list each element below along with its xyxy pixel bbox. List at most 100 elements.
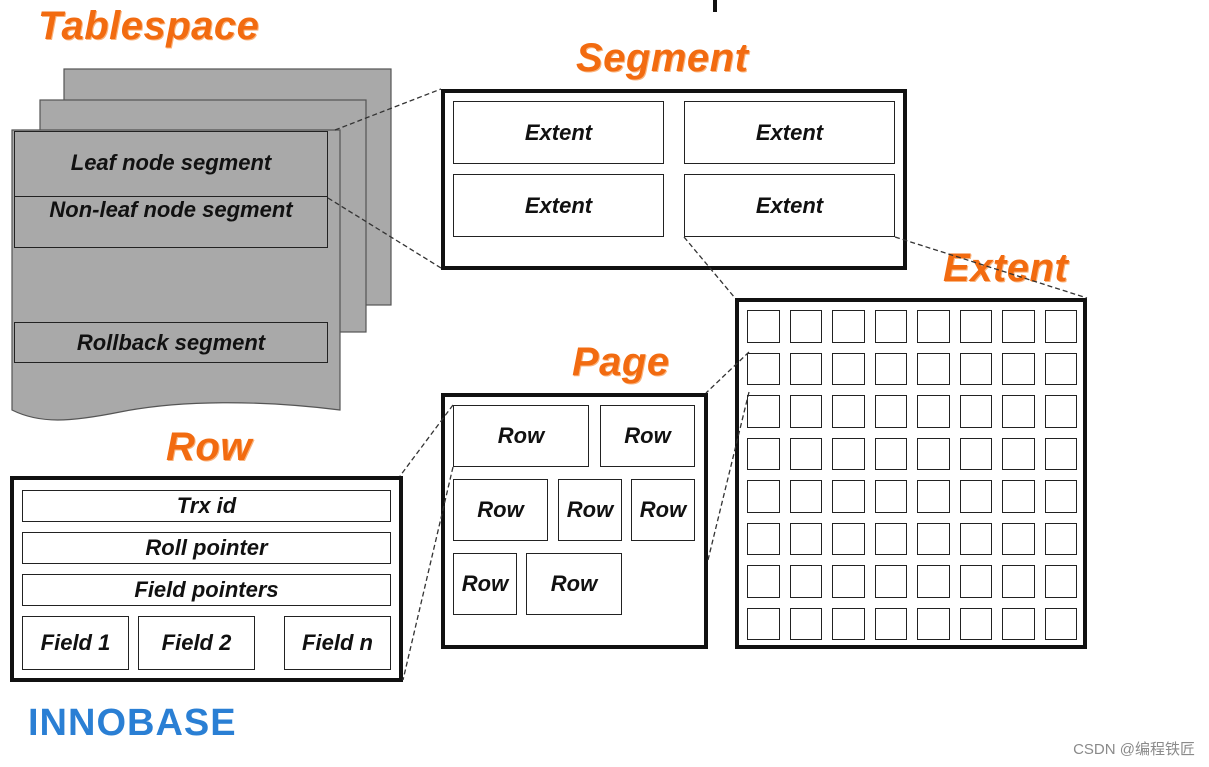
extent-page-cell [874,522,907,555]
page-row-5: Row [631,479,695,541]
extent-page-cell [1002,395,1035,428]
segment-heading: Segment [576,36,749,80]
extent-page-cell [789,395,822,428]
extent-page-cell [874,437,907,470]
extent-page-cell [747,395,780,428]
connector-segment-extent-right [894,236,1088,299]
extent-page-cell [747,607,780,640]
segment-extent-2: Extent [684,101,895,164]
extent-page-grid [747,310,1077,640]
extent-page-cell [959,565,992,598]
extent-page-cell [747,437,780,470]
page-row-4: Row [558,479,622,541]
page-row-6: Row [453,553,517,615]
extent-page-cell [959,437,992,470]
row-field-label: Field 2 [161,630,232,655]
tablespace-heading: Tablespace [38,4,260,48]
extent-heading: Extent [943,246,1069,290]
extent-page-cell [1002,522,1035,555]
extent-page-cell [1002,310,1035,343]
page-row-label: Row [550,571,598,596]
connector-tablespace-segment-bottom [327,197,442,269]
extent-page-cell [832,352,865,385]
extent-page-cell [832,310,865,343]
extent-page-cell [1002,352,1035,385]
extent-page-cell [789,352,822,385]
extent-page-cell [917,565,950,598]
page-row-label: Row [461,571,509,596]
segment-extent-label: Extent [755,192,824,218]
extent-page-cell [1044,310,1077,343]
row-field-label: Field n [302,630,373,655]
top-edge-tick [713,0,717,12]
extent-page-cell [789,437,822,470]
page-row-label: Row [639,497,687,522]
extent-page-cell [874,352,907,385]
extent-page-cell [832,607,865,640]
segment-extent-3: Extent [453,174,664,237]
extent-page-cell [747,352,780,385]
extent-page-cell [917,522,950,555]
extent-page-cell [1044,352,1077,385]
extent-page-cell [747,310,780,343]
extent-page-cell [747,522,780,555]
row-roll-pointer-label: Roll pointer [145,535,268,560]
extent-page-cell [917,607,950,640]
rollback-segment-label: Rollback segment [76,329,266,355]
extent-page-cell [832,437,865,470]
watermark: CSDN @编程铁匠 [1073,741,1195,758]
page-row-1: Row [453,405,589,467]
extent-page-cell [959,522,992,555]
extent-page-cell [917,395,950,428]
segment-extent-label: Extent [524,119,593,145]
rollback-segment: Rollback segment [14,322,328,363]
extent-page-cell [959,480,992,513]
tablespace-sheet-front [11,129,341,421]
extent-page-cell [959,352,992,385]
extent-page-cell [917,310,950,343]
extent-page-cell [1002,565,1035,598]
extent-page-cell [789,607,822,640]
extent-page-cell [1044,480,1077,513]
extent-page-cell [1044,565,1077,598]
extent-page-cell [874,310,907,343]
extent-page-cell [959,395,992,428]
extent-page-cell [917,480,950,513]
row-trx-id-label: Trx id [176,493,237,518]
page-row-2: Row [600,405,695,467]
segment-extent-1: Extent [453,101,664,164]
connector-tablespace-segment-top [334,88,442,131]
extent-page-cell [959,310,992,343]
page-row-label: Row [624,423,671,448]
extent-page-cell [1044,437,1077,470]
extent-page-cell [832,565,865,598]
page-row-label: Row [566,497,614,522]
extent-page-cell [917,352,950,385]
extent-page-cell [747,480,780,513]
row-field-pointers-label: Field pointers [134,577,279,602]
leaf-node-segment-label: Leaf node segment [70,150,272,175]
extent-page-cell [832,522,865,555]
extent-page-cell [1044,607,1077,640]
connector-extent-page-top [705,351,750,394]
non-leaf-node-segment: Non-leaf node segment [14,196,328,248]
page-row-7: Row [526,553,622,615]
segment-extent-label: Extent [524,192,593,218]
extent-page-cell [832,480,865,513]
extent-page-cell [959,607,992,640]
extent-page-cell [789,522,822,555]
extent-page-cell [1002,480,1035,513]
extent-page-cell [1002,437,1035,470]
page-row-3: Row [453,479,548,541]
segment-extent-4: Extent [684,174,895,237]
non-leaf-node-segment-label: Non-leaf node segment [49,197,293,222]
extent-page-cell [832,395,865,428]
extent-page-cell [874,565,907,598]
row-roll-pointer: Roll pointer [22,532,391,564]
row-field-2: Field 2 [138,616,255,670]
row-heading: Row [166,425,252,469]
innobase-logo: INNOBASE [28,702,237,744]
extent-page-cell [1044,395,1077,428]
row-field-n: Field n [284,616,391,670]
extent-page-cell [1002,607,1035,640]
